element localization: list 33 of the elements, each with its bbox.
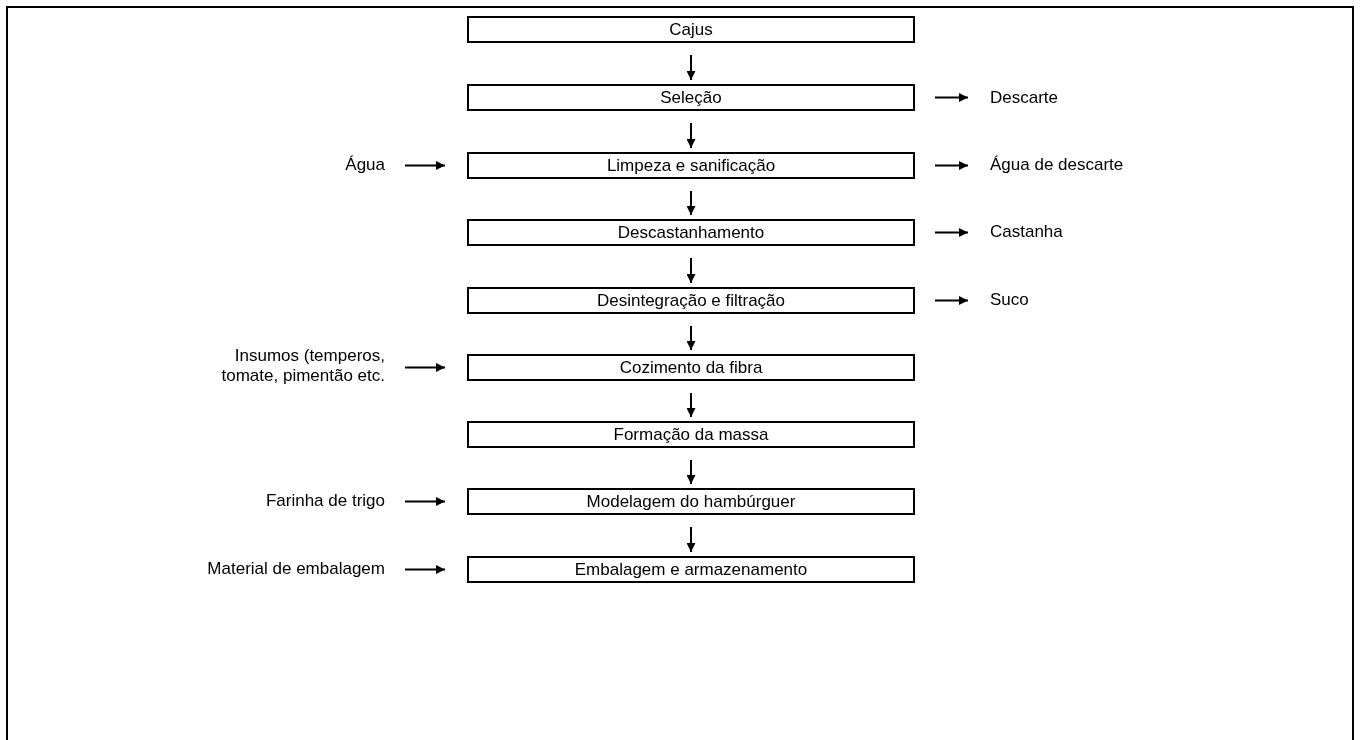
arrow (686, 54, 696, 81)
arrow (686, 459, 696, 485)
process-box: Desintegração e filtração (467, 287, 915, 314)
arrow (934, 296, 969, 305)
arrow (686, 190, 696, 216)
arrow (404, 161, 446, 170)
arrow (686, 325, 696, 351)
arrow (686, 526, 696, 553)
flow-label: Água de descarte (990, 155, 1124, 175)
flow-label: Suco (990, 290, 1029, 310)
arrow (404, 497, 446, 506)
flow-label: Castanha (990, 222, 1063, 242)
arrow (686, 122, 696, 149)
process-box: Embalagem e armazenamento (467, 556, 915, 583)
flow-label: Material de embalagem (80, 559, 385, 579)
process-box: Modelagem do hambúrguer (467, 488, 915, 515)
process-box: Cozimento da fibra (467, 354, 915, 381)
arrow (686, 257, 696, 284)
arrow (934, 161, 969, 170)
arrow (686, 392, 696, 418)
flow-label: Água (310, 155, 385, 175)
process-box: Limpeza e sanificação (467, 152, 915, 179)
flow-label: Descarte (990, 88, 1059, 108)
process-box: Cajus (467, 16, 915, 43)
arrow (934, 228, 969, 237)
arrow (934, 93, 969, 102)
flow-label: Farinha de trigo (120, 491, 385, 511)
process-box: Seleção (467, 84, 915, 111)
flow-label: Insumos (temperos, tomate, pimentão etc. (190, 346, 385, 386)
process-box: Descastanhamento (467, 219, 915, 246)
arrow (404, 565, 446, 574)
process-box: Formação da massa (467, 421, 915, 448)
arrow (404, 363, 446, 372)
